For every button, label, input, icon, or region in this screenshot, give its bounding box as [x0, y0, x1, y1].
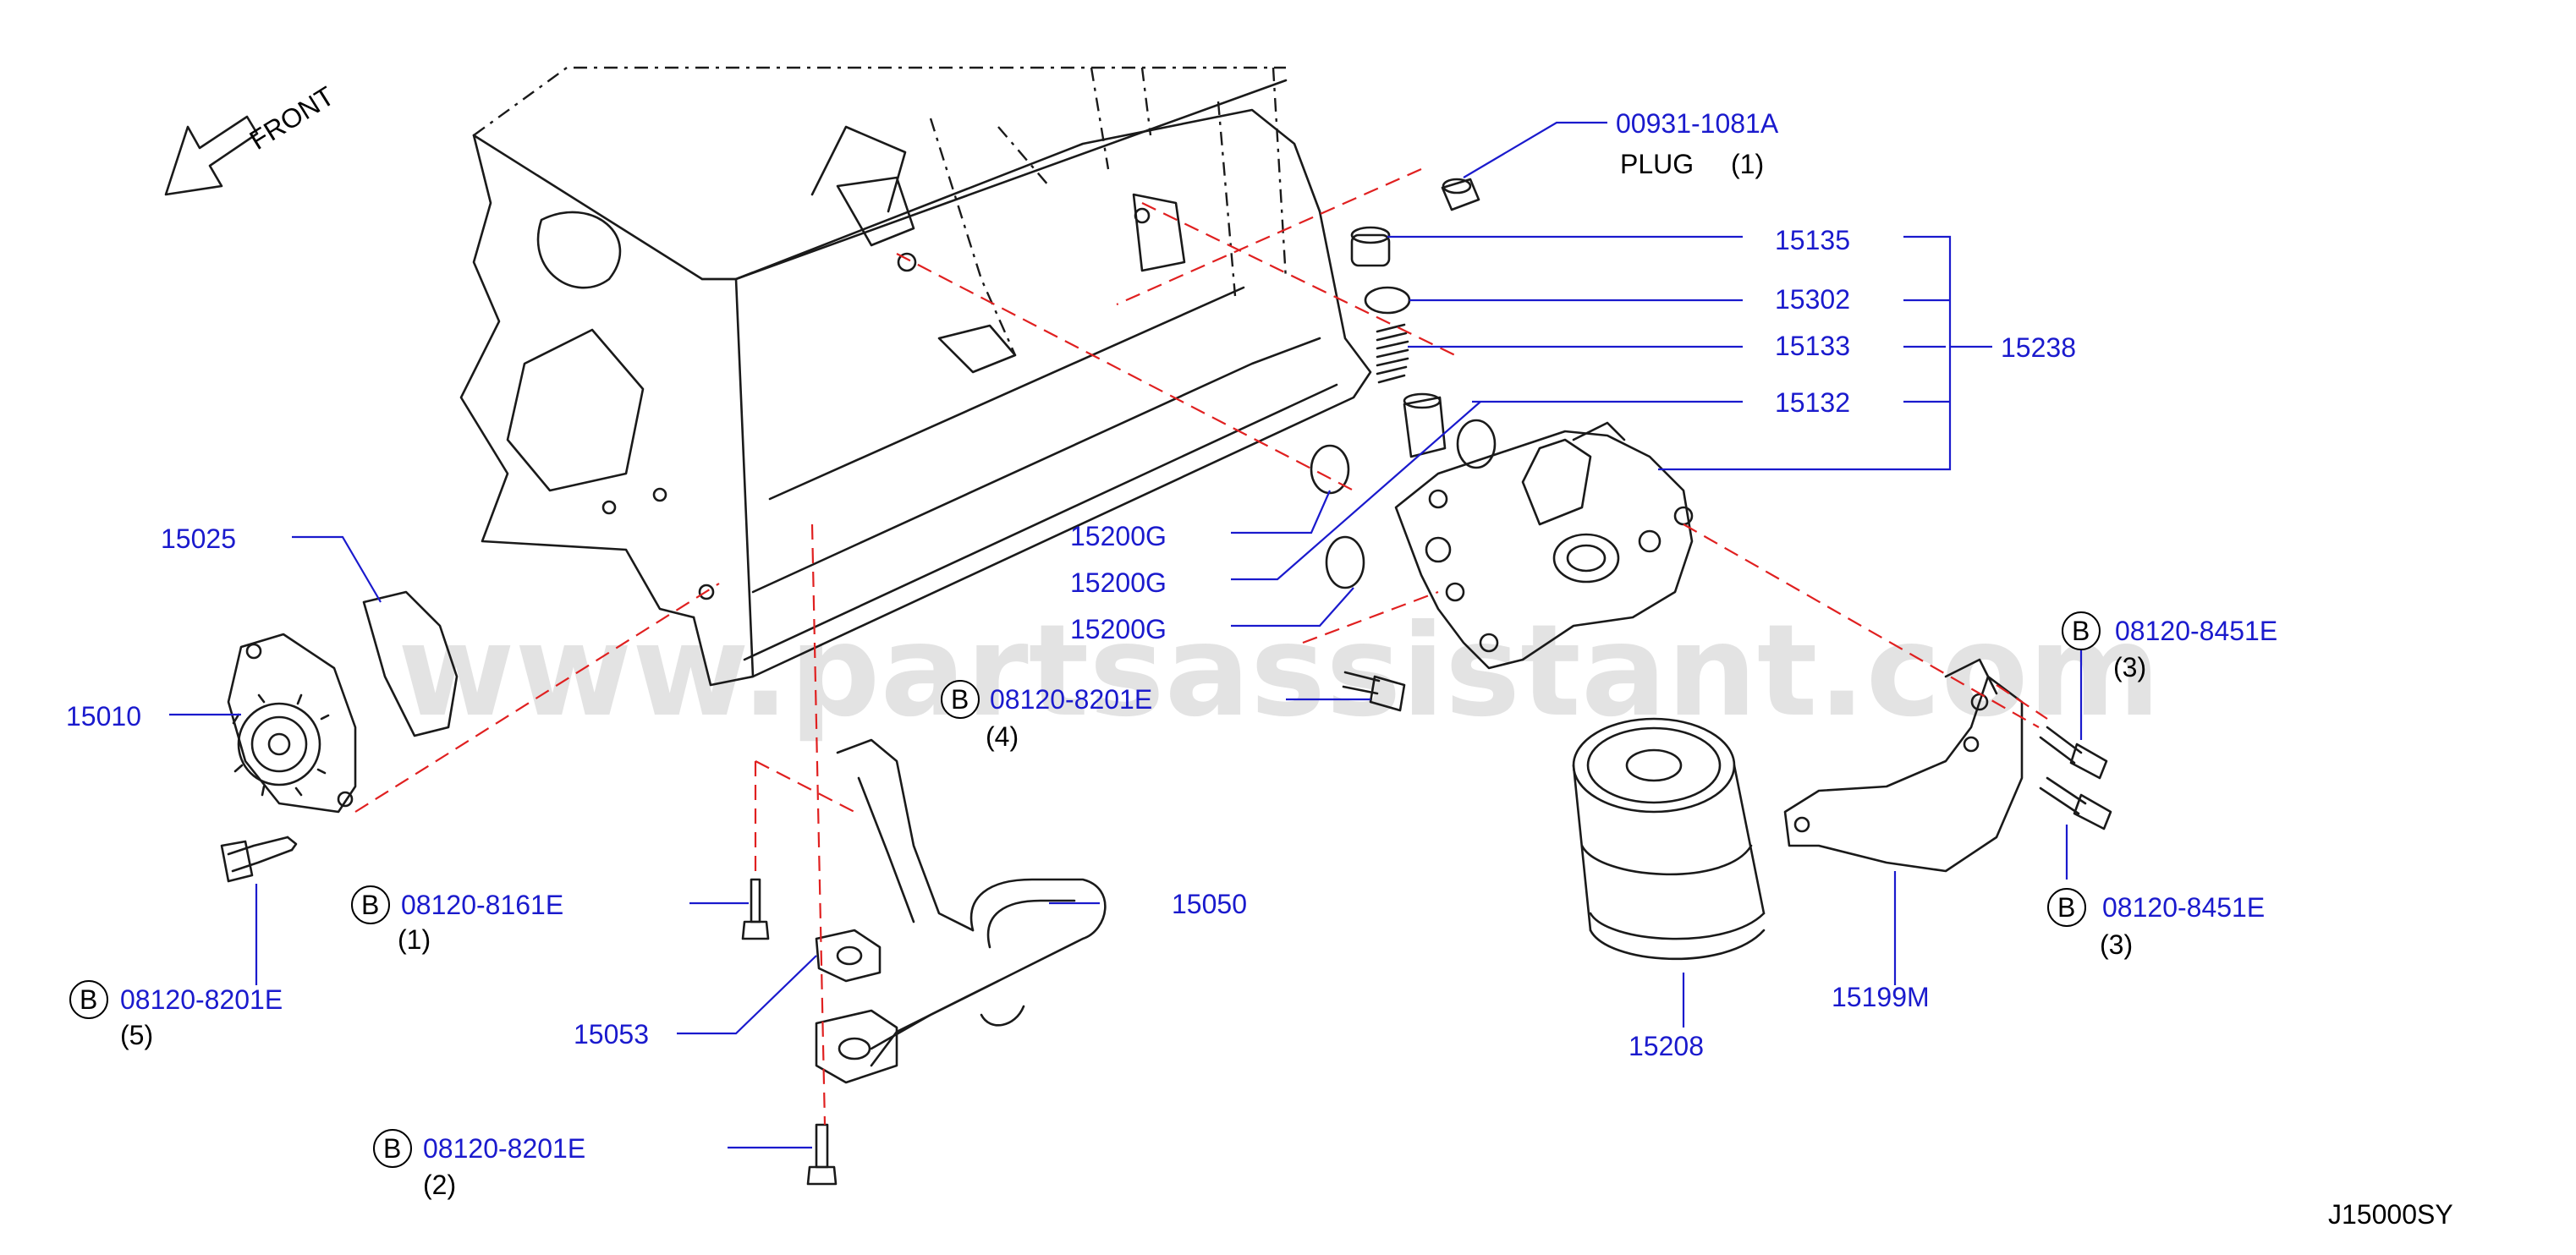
bolt-symbol-b: B	[383, 1133, 401, 1164]
part-label-bolt-8161[interactable]: 08120-8161E	[401, 890, 563, 920]
bolt-qty-8451-b: (3)	[2100, 929, 2133, 960]
part-label-15238[interactable]: 15238	[2001, 332, 2076, 363]
part-label-15025[interactable]: 15025	[161, 523, 236, 554]
bolt-qty-8201-4: (4)	[986, 721, 1019, 752]
strainer-gasket	[815, 929, 882, 983]
bolt-symbol-b: B	[2057, 892, 2075, 923]
part-label-bolt-8451-b[interactable]: 08120-8451E	[2102, 892, 2265, 923]
leader-lines	[169, 121, 2083, 1149]
bracket-bolt	[1342, 671, 1406, 712]
front-arrow-icon	[164, 115, 259, 196]
oil-strainer-pipe	[836, 738, 1107, 1067]
part-label-15200g-3[interactable]: 15200G	[1070, 614, 1167, 644]
bolt-qty-8161: (1)	[398, 924, 431, 955]
filter-bracket-bolt-1	[2039, 726, 2108, 780]
o-ring-2	[1456, 419, 1497, 469]
bolt-qty-8451-a: (3)	[2113, 652, 2146, 682]
bolt-symbol-b: B	[951, 684, 969, 715]
strainer-flange	[815, 1009, 898, 1084]
part-label-bolt-8451-a[interactable]: 08120-8451E	[2115, 616, 2277, 646]
filter-bracket-bolt-2	[2039, 776, 2112, 830]
oil-pump-gasket	[362, 590, 459, 737]
bolt-symbol-b: B	[80, 984, 97, 1015]
part-label-15302[interactable]: 15302	[1775, 284, 1850, 315]
strainer-bolt-upper	[741, 878, 770, 940]
bolt-qty-8201-5: (5)	[120, 1020, 153, 1050]
bolt-qty-8201-2: (2)	[423, 1170, 456, 1200]
relief-valve-washer	[1364, 286, 1411, 315]
bolt-symbol-b: B	[2072, 616, 2090, 646]
part-label-15200g-1[interactable]: 15200G	[1070, 521, 1167, 551]
strainer-bolt-lower	[806, 1123, 838, 1186]
part-label-plug[interactable]: 00931-1081A	[1616, 108, 1779, 139]
part-label-15132[interactable]: 15132	[1775, 387, 1850, 418]
filter-bracket	[1783, 658, 2024, 873]
o-ring-1	[1310, 444, 1350, 495]
relief-valve-plunger	[1403, 392, 1447, 458]
part-label-15135[interactable]: 15135	[1775, 225, 1850, 255]
part-label-15053[interactable]: 15053	[574, 1019, 649, 1049]
part-label-15050[interactable]: 15050	[1172, 889, 1247, 919]
front-label: FRONT	[244, 80, 340, 156]
oil-filter	[1572, 717, 1766, 961]
plug-qty: (1)	[1731, 149, 1764, 179]
watermark: www.partsassistant.com	[398, 598, 2161, 745]
pump-bolt	[220, 836, 298, 883]
o-ring-3	[1325, 535, 1365, 589]
plug	[1441, 178, 1480, 211]
part-label-15133[interactable]: 15133	[1775, 331, 1850, 361]
part-label-bolt-8201-5[interactable]: 08120-8201E	[120, 984, 283, 1015]
engine-block	[459, 66, 1372, 687]
part-label-15010[interactable]: 15010	[66, 701, 141, 732]
part-label-bolt-8201-2[interactable]: 08120-8201E	[423, 1133, 585, 1164]
plug-name: PLUG	[1620, 149, 1694, 179]
relief-valve-spring	[1376, 323, 1409, 384]
bolt-symbol-icon	[69, 611, 2101, 1168]
part-label-bolt-8201-4[interactable]: 08120-8201E	[990, 684, 1152, 715]
part-label-15200g-2[interactable]: 15200G	[1070, 567, 1167, 598]
alignment-lines	[354, 167, 2048, 1126]
oil-pump	[227, 633, 357, 814]
bolt-symbol-b: B	[361, 890, 379, 920]
part-label-15208[interactable]: 15208	[1629, 1031, 1704, 1061]
diagram-code: J15000SY	[2328, 1199, 2453, 1230]
pressure-relief-valve-cap	[1350, 226, 1391, 267]
oil-filter-bracket	[1394, 421, 1694, 670]
part-label-15199m[interactable]: 15199M	[1832, 982, 1930, 1012]
